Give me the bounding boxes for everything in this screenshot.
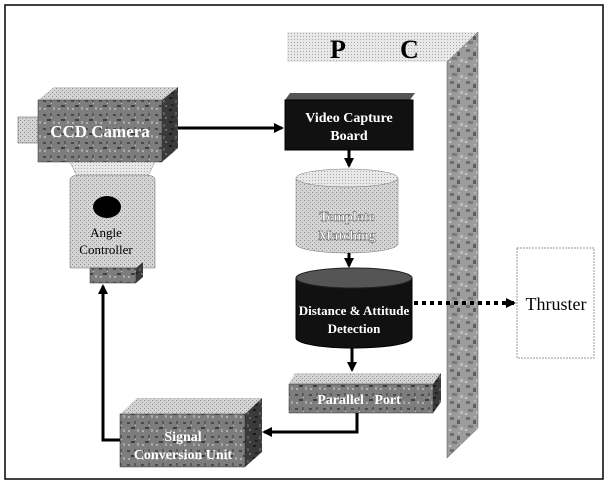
connectors xyxy=(98,123,516,442)
distance-attitude-block: Distance & Attitude Detection xyxy=(295,267,413,349)
signal-conversion-block: Signal Conversion Unit xyxy=(119,398,262,468)
angle-controller-lens-icon xyxy=(93,196,121,218)
thruster-label: Thruster xyxy=(526,294,587,314)
parallel-port-label: Parallel Port xyxy=(317,393,401,408)
arrow-signal-to-controller xyxy=(98,284,120,442)
angle-controller-line1: Angle xyxy=(90,225,122,240)
pc-letter-c: C xyxy=(400,35,419,64)
arrow-port-to-signal xyxy=(262,413,359,437)
thruster-block: Thruster xyxy=(516,247,595,359)
signal-conversion-line1: Signal xyxy=(164,430,201,445)
template-matching-line2: Matching xyxy=(318,229,376,244)
video-capture-line1: Video Capture xyxy=(305,111,393,126)
pc-panel: P C xyxy=(287,31,479,459)
distance-attitude-line1: Distance & Attitude xyxy=(299,303,410,318)
template-matching-block: Template Matching xyxy=(295,168,399,254)
distance-attitude-line2: Detection xyxy=(328,321,381,336)
signal-conversion-line2: Conversion Unit xyxy=(134,448,233,463)
template-matching-line1: Template xyxy=(319,210,374,225)
angle-controller-block: Angle Controller xyxy=(69,161,156,284)
ccd-camera-block: CCD Camera xyxy=(17,87,178,163)
parallel-port-block: Parallel Port xyxy=(288,373,441,414)
video-capture-board-block: Video Capture Board xyxy=(284,93,415,151)
angle-controller-line2: Controller xyxy=(79,242,133,257)
ccd-camera-label: CCD Camera xyxy=(50,122,150,141)
pc-letter-p: P xyxy=(330,35,346,64)
video-capture-line2: Board xyxy=(330,129,368,144)
